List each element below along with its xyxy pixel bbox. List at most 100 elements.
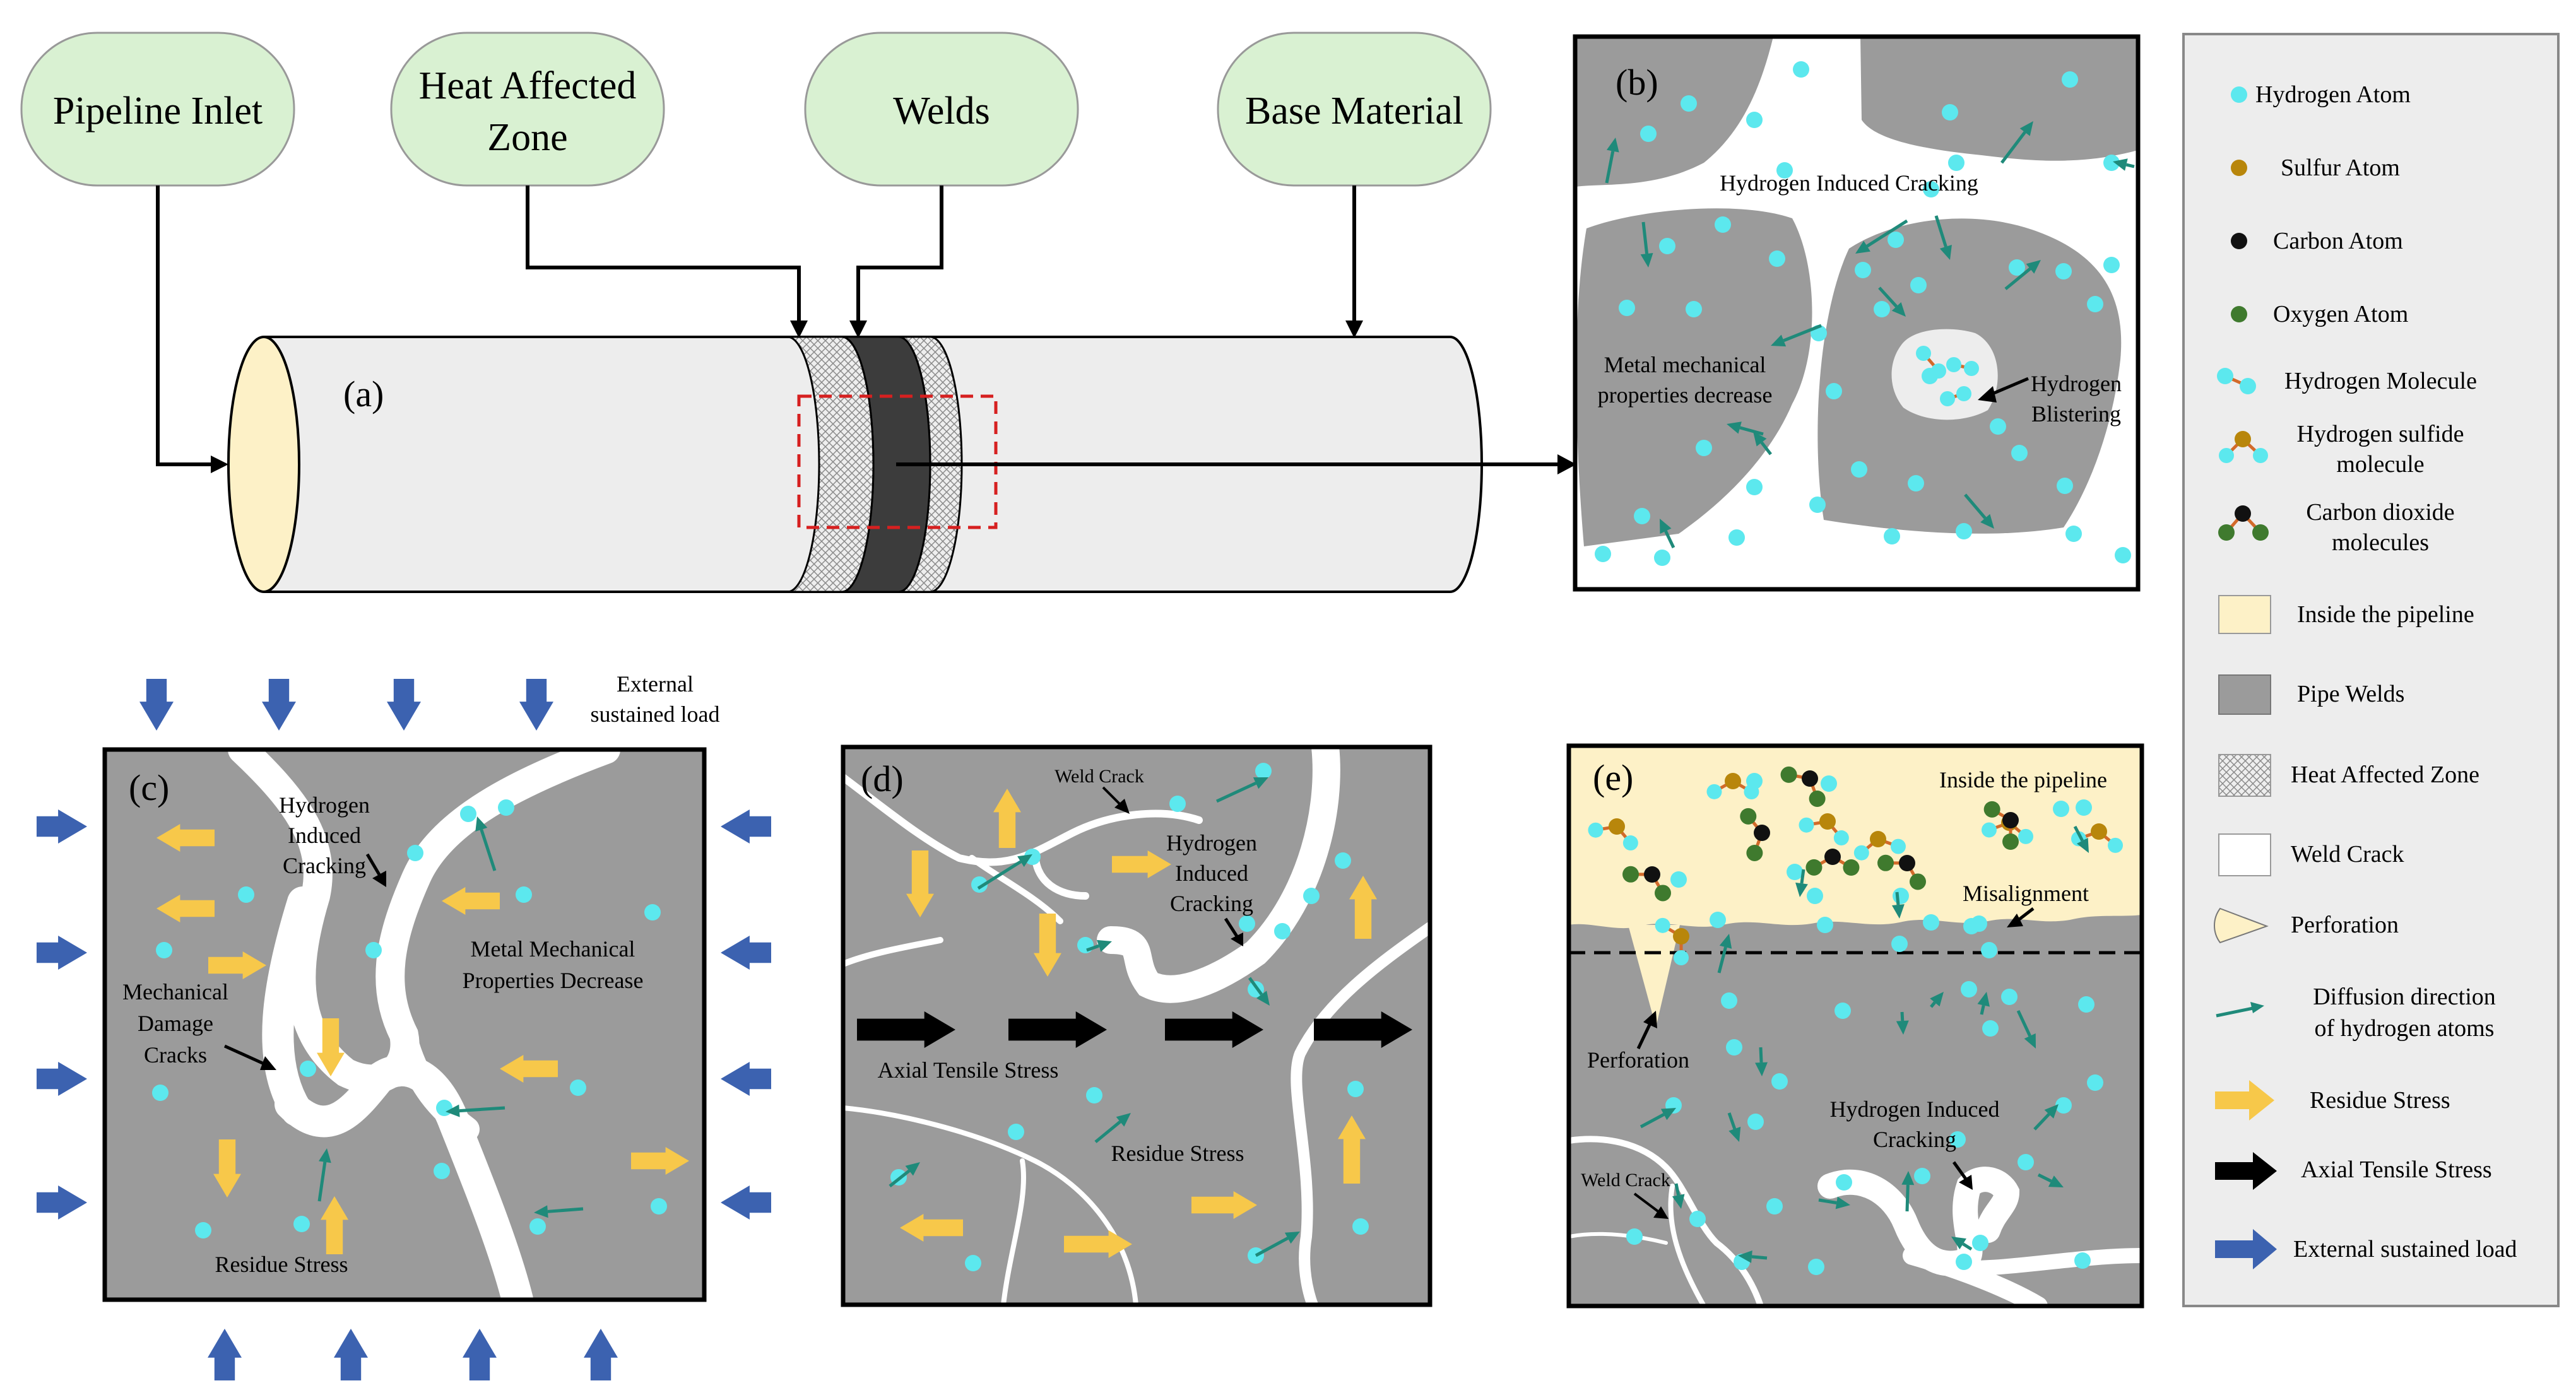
hydrogen-atom: [1274, 923, 1291, 939]
external-load-arrow: [262, 679, 296, 731]
external-load-arrow: [721, 1185, 771, 1220]
hydrogen-atom: [2011, 445, 2028, 461]
pipeline-opening: [228, 337, 299, 592]
hydrogen-atom: [1893, 888, 1909, 904]
molecule-side-atom: [1655, 885, 1671, 901]
molecule-side-atom: [1891, 839, 1906, 854]
hydrogen-atom: [293, 1216, 310, 1232]
external-load-arrow: [387, 679, 421, 731]
hydrogen-atom: [1888, 232, 1904, 248]
panel-b: (b) Hydrogen Induced Cracking Metal mech…: [1575, 37, 2138, 589]
hydrogen-atom: [2018, 1154, 2034, 1170]
hydrogen-atom: [1982, 1020, 1999, 1037]
hydrogen-atom: [570, 1079, 586, 1096]
diffusion-arrow: [1982, 1005, 1983, 1015]
legend-sulfur-atom-icon: [2231, 160, 2247, 176]
molecule-side-atom: [1781, 767, 1797, 783]
hydrogen-atom: [1721, 992, 1737, 1009]
panel-d-hic-line3: Cracking: [1170, 891, 1253, 916]
external-load-arrow: [721, 936, 771, 970]
external-load-arrow: [139, 679, 174, 731]
molecule-side-atom: [1746, 845, 1763, 861]
hydrogen-atom: [1908, 475, 1924, 491]
molecule-center-atom: [1870, 831, 1886, 847]
top-label-heat-affected-zone: Heat Affected Zone: [391, 33, 664, 185]
pipeline-cylinder: (a): [228, 337, 1576, 592]
hydrogen-atom: [1654, 550, 1670, 566]
external-load-line2: sustained load: [591, 702, 720, 727]
legend-carbon-atom-icon: [2231, 233, 2247, 249]
hydrogen-atom: [1303, 888, 1320, 904]
panel-e-perforation-label: Perforation: [1587, 1047, 1689, 1073]
molecule-center-atom: [1899, 855, 1915, 871]
hydrogen-atom: [1746, 112, 1763, 128]
hydrogen-atom: [1963, 918, 1980, 934]
panel-e-misalignment-label: Misalignment: [1963, 881, 2089, 906]
hydrogen-atom: [1771, 1073, 1788, 1090]
hydrogen-atom: [1728, 529, 1745, 546]
molecule-side-atom: [2018, 829, 2033, 844]
legend-haz-icon: [2219, 755, 2271, 796]
external-load-arrow: [37, 1062, 87, 1096]
hydrogen-atom: [1793, 61, 1809, 78]
diffusion-arrow: [1802, 869, 1804, 883]
hydrogen-atom: [2087, 296, 2103, 312]
hydrogen-atom: [1961, 981, 1977, 997]
hydrogen-atom: [436, 1100, 452, 1116]
molecule-side-atom: [1877, 855, 1894, 871]
molecule-center-atom: [2002, 812, 2019, 828]
hydrogen-atom: [1746, 479, 1763, 495]
hydrogen-atom: [1619, 300, 1635, 316]
hydrogen-atom: [2057, 478, 2073, 494]
legend-pipe-welds-icon: [2219, 675, 2271, 714]
molecule-side-atom: [1984, 801, 2000, 818]
hydrogen-atom: [407, 845, 423, 861]
hydrogen-atom: [529, 1218, 546, 1235]
panel-a-tag: (a): [343, 374, 384, 415]
hydrogen-atom: [1686, 301, 1702, 317]
hydrogen-atom: [1766, 1198, 1783, 1215]
hydrogen-atom: [1972, 1235, 1988, 1251]
legend-diffusion-line1: Diffusion direction: [2313, 984, 2496, 1010]
diffusion-arrow: [1897, 892, 1898, 905]
panel-b-tag: (b): [1616, 62, 1658, 103]
hydrogen-atom: [300, 1061, 316, 1077]
legend-co2-line1: Carbon dioxide: [2306, 499, 2454, 526]
panel-b-blister-line1: Hydrogen: [2031, 371, 2122, 396]
hydrogen-atom: [1634, 508, 1650, 524]
panel-c-mech-line1: Mechanical: [122, 979, 228, 1004]
hydrogen-atom: [516, 886, 532, 903]
hydrogen-atom: [1808, 1259, 1824, 1275]
hydrogen-atom: [2115, 547, 2131, 563]
hydrogen-atom: [1836, 1174, 1852, 1191]
legend-inside-pipeline-icon: [2219, 596, 2271, 633]
hydrogen-atom: [2053, 801, 2069, 817]
hydrogen-atom: [1746, 773, 1763, 789]
hydrogen-atom: [1595, 546, 1611, 562]
hydrogen-atom: [1747, 1114, 1764, 1130]
panel-b-metal-line2: properties decrease: [1598, 382, 1773, 408]
hydrogen-atom: [644, 904, 661, 921]
external-load-arrow: [519, 679, 553, 731]
legend-weld-crack-icon: [2219, 834, 2271, 876]
hydrogen-atom: [152, 1085, 168, 1101]
molecule-side-atom: [1854, 845, 1869, 861]
hydrogen-atom: [1914, 1168, 1930, 1184]
panel-c-tag: (c): [129, 767, 169, 808]
external-load-arrow: [334, 1329, 368, 1380]
molecule-side-atom: [1655, 918, 1670, 933]
haz-label-line2: Zone: [487, 116, 567, 159]
external-load-arrow: [208, 1329, 242, 1380]
legend-sulfur-atom: Sulfur Atom: [2281, 155, 2400, 181]
panel-c-mech-line2: Damage: [138, 1011, 213, 1036]
molecule-center-atom: [1824, 849, 1841, 865]
external-load-arrow: [37, 809, 87, 844]
hydrogen-atom: [1891, 936, 1908, 952]
legend-external-load: External sustained load: [2293, 1236, 2517, 1262]
hydrogen-atom: [365, 942, 382, 958]
panel-e-inside-label: Inside the pipeline: [1939, 767, 2107, 792]
panel-d-hic-line2: Induced: [1175, 861, 1248, 886]
panel-d-residue-label: Residue Stress: [1111, 1141, 1244, 1166]
